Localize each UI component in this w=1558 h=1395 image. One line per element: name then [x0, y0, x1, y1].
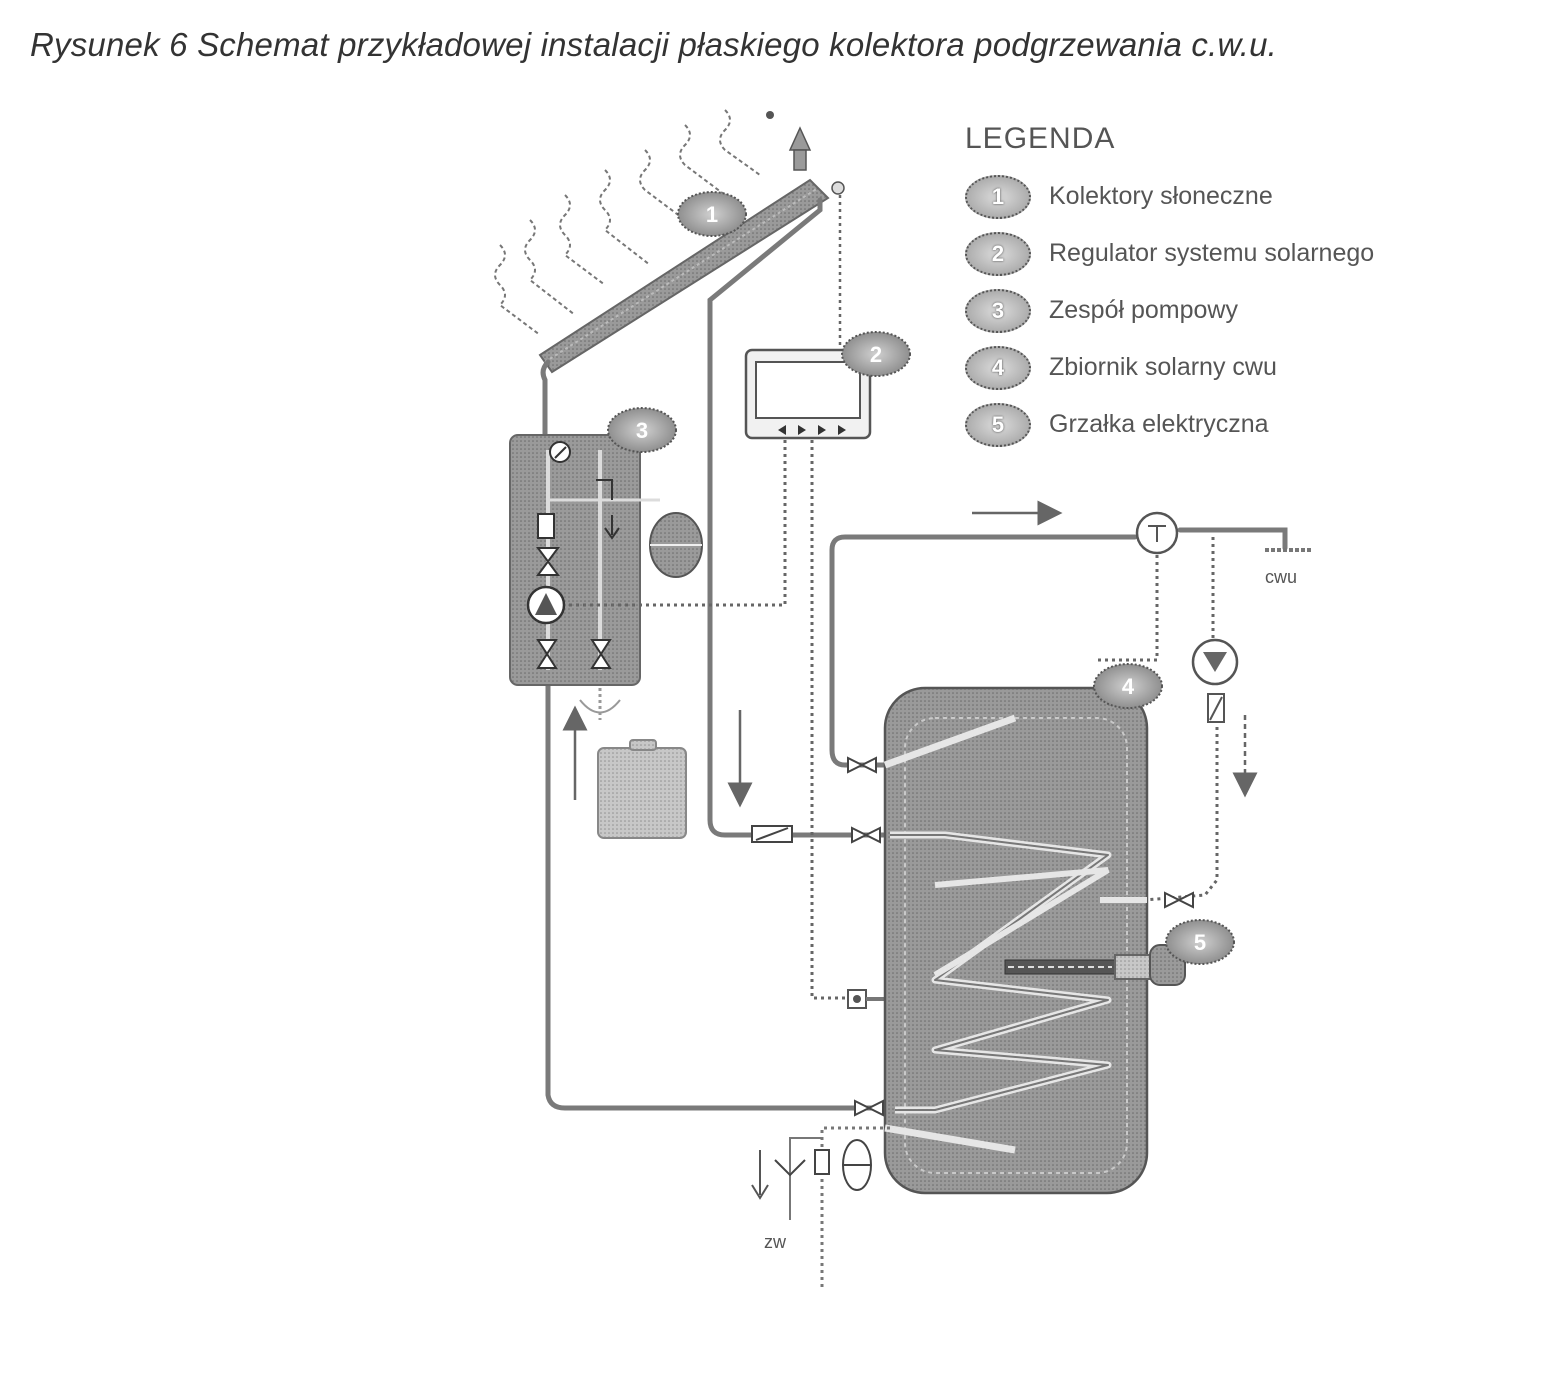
sun-rays	[494, 109, 761, 336]
svg-text:3: 3	[636, 418, 648, 443]
tank-valves	[847, 756, 1194, 1117]
legend-badge: 2	[965, 231, 1031, 276]
legend-label: Kolektory słoneczne	[1049, 182, 1273, 210]
legend-item: 4 Zbiornik solarny cwu	[965, 339, 1465, 396]
mixing-valve	[1135, 511, 1179, 555]
badge-4: 4	[1093, 663, 1163, 709]
flow-arrows	[562, 500, 1258, 808]
legend-label: Zespół pompowy	[1049, 296, 1238, 324]
solar-controller	[744, 348, 872, 440]
circulation-lines	[1098, 537, 1219, 902]
svg-text:4: 4	[1122, 674, 1135, 699]
hot-water-label: cwu	[1265, 567, 1297, 587]
solar-tank	[883, 686, 1149, 1195]
legend: LEGENDA 1 Kolektory słoneczne 2 Regulato…	[965, 122, 1465, 453]
cold-water-inlet: zw	[751, 1126, 890, 1290]
legend-label: Grzałka elektryczna	[1049, 410, 1269, 438]
svg-text:5: 5	[1194, 930, 1206, 955]
cold-water-label: zw	[764, 1232, 787, 1252]
check-valve	[751, 825, 793, 843]
control-lines	[565, 440, 850, 1000]
badge-2: 2	[841, 331, 911, 377]
legend-title: LEGENDA	[965, 122, 1116, 155]
legend-badge: 3	[965, 288, 1031, 333]
legend-badge: 4	[965, 345, 1031, 390]
expansion-vessel	[649, 512, 703, 578]
solar-pipes	[540, 197, 1288, 1111]
pump-group	[509, 434, 660, 686]
svg-text:2: 2	[870, 342, 882, 367]
legend-label: Zbiornik solarny cwu	[1049, 353, 1277, 381]
solar-collector	[538, 178, 830, 374]
legend-item: 1 Kolektory słoneczne	[965, 168, 1465, 225]
legend-item: 5 Grzałka elektryczna	[965, 396, 1465, 453]
legend-badge: 5	[965, 402, 1031, 447]
figure-caption: Rysunek 6 Schemat przykładowej instalacj…	[30, 26, 1277, 63]
fill-container	[579, 688, 687, 839]
badge-3: 3	[607, 407, 677, 453]
legend-item: 3 Zespół pompowy	[965, 282, 1465, 339]
dot-mark	[766, 111, 774, 119]
badge-1: 1	[677, 191, 747, 237]
legend-label: Regulator systemu solarnego	[1049, 239, 1375, 267]
air-vent-icon	[788, 126, 845, 195]
legend-badge: 1	[965, 174, 1031, 219]
hot-water-outlet: cwu	[1265, 548, 1312, 587]
badge-5: 5	[1165, 919, 1235, 965]
svg-text:1: 1	[706, 202, 718, 227]
legend-item: 2 Regulator systemu solarnego	[965, 225, 1465, 282]
circulation-pump	[1191, 638, 1239, 723]
